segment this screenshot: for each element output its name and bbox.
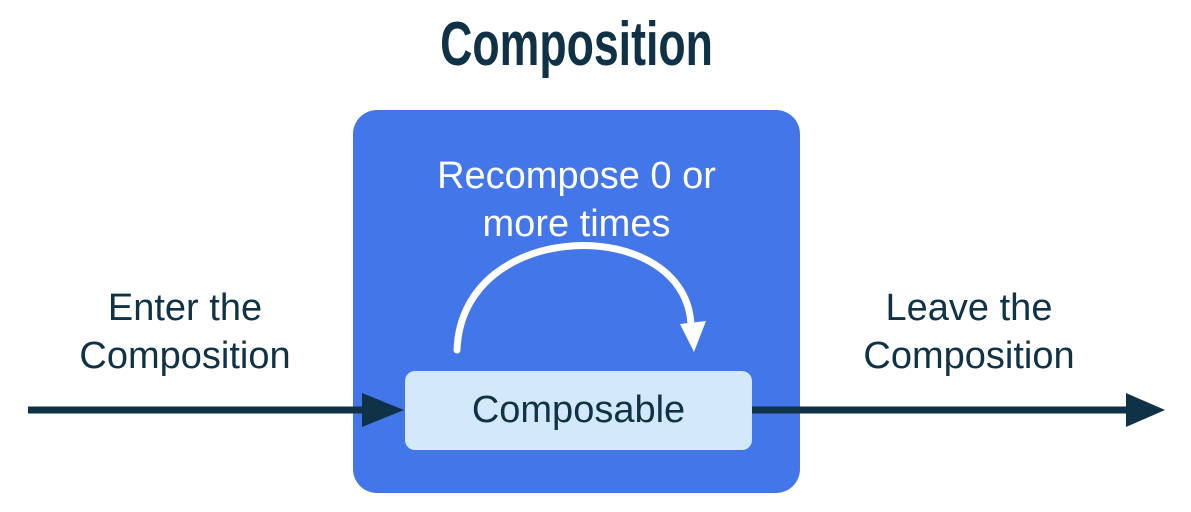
enter-arrow-icon bbox=[28, 393, 404, 427]
recompose-label: Recompose 0 or more times bbox=[437, 155, 716, 245]
enter-composition-label: Enter the Composition bbox=[79, 287, 291, 377]
leave-composition-label: Leave the Composition bbox=[863, 287, 1075, 377]
composable-label: Composable bbox=[471, 389, 686, 431]
diagram-title: Composition bbox=[440, 10, 713, 79]
composable-box: Composable bbox=[405, 371, 752, 450]
leave-arrow-icon bbox=[752, 393, 1165, 427]
